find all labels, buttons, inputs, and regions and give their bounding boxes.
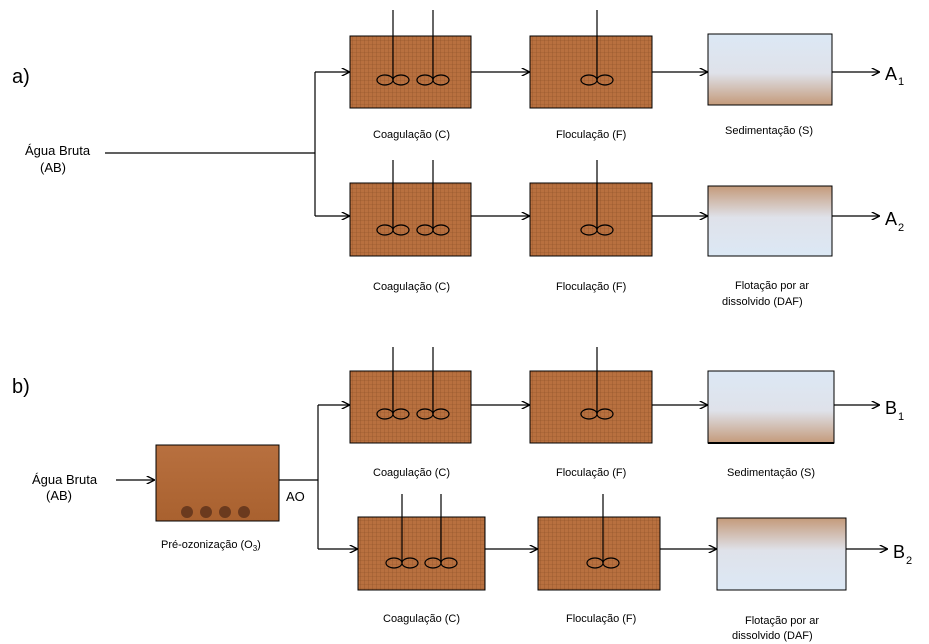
mixer-impellers — [385, 494, 458, 569]
flocculation-label: Floculação (F) — [556, 281, 626, 293]
coagulation-label: Coagulação (C) — [383, 613, 460, 625]
flocculation-tank — [529, 35, 653, 109]
preozonation-unit: Pré-ozonização (O3) AO — [155, 444, 305, 553]
sedimentation-tank — [707, 33, 833, 106]
output-label: B — [885, 398, 897, 418]
mixer-impellers — [376, 160, 450, 236]
coagulation-tank — [357, 516, 486, 591]
mixer-impeller — [586, 494, 620, 569]
output-subscript: 2 — [898, 222, 904, 234]
section-a-row2: A 2 Coagulação (C) Floculação (F) Flotaç… — [349, 160, 904, 308]
section-a-source-line2: (AB) — [40, 160, 66, 175]
output-label: A — [885, 64, 897, 84]
output-label: B — [893, 542, 905, 562]
ozonated-water-label: AO — [286, 489, 305, 504]
section-a-source-line1: Água Bruta — [25, 143, 91, 158]
flocculation-tank — [537, 516, 661, 591]
daf-tank — [707, 185, 833, 257]
separation-label-line1: Flotação por ar — [735, 280, 809, 292]
separation-label: Sedimentação (S) — [727, 467, 815, 479]
coagulation-tank — [349, 35, 472, 109]
flocculation-tank — [529, 182, 653, 257]
mixer-impeller — [580, 160, 614, 236]
output-subscript: 1 — [898, 411, 904, 423]
separation-label-line2: dissolvido (DAF) — [722, 296, 803, 308]
flocculation-label: Floculação (F) — [556, 467, 626, 479]
sedimentation-tank — [707, 370, 835, 444]
preozonation-label: Pré-ozonização (O3) — [161, 539, 261, 553]
coagulation-label: Coagulação (C) — [373, 129, 450, 141]
coagulation-label: Coagulação (C) — [373, 467, 450, 479]
separation-label-line2: dissolvido (DAF) — [732, 630, 813, 642]
ozone-diffusers — [181, 506, 250, 518]
coagulation-tank — [349, 370, 472, 444]
section-a-letter: a) — [12, 66, 30, 88]
flocculation-tank — [529, 370, 653, 444]
output-subscript: 1 — [898, 76, 904, 88]
section-b-row2: B 2 Coagulação (C) Floculação (F) Flotaç… — [357, 494, 912, 642]
output-subscript: 2 — [906, 555, 912, 567]
separation-label-line1: Flotação por ar — [745, 615, 819, 627]
separation-label: Sedimentação (S) — [725, 125, 813, 137]
output-label: A — [885, 209, 897, 229]
preozonation-tank — [155, 444, 280, 522]
mixer-impellers — [376, 10, 450, 86]
mixer-impeller — [580, 347, 614, 420]
section-b-letter: b) — [12, 376, 30, 398]
mixer-impeller — [580, 10, 614, 86]
coagulation-tank — [349, 182, 472, 257]
section-b-row1: B 1 Coagulação (C) Floculação (F) Sedime… — [349, 347, 904, 479]
section-a-row1: A 1 Coagulação (C) Floculação (F) Sedime… — [349, 10, 904, 141]
coagulation-label: Coagulação (C) — [373, 281, 450, 293]
daf-tank — [716, 517, 847, 591]
section-b-source-line1: Água Bruta — [32, 472, 98, 487]
flocculation-label: Floculação (F) — [566, 613, 636, 625]
section-b-source-line2: (AB) — [46, 488, 72, 503]
mixer-impellers — [376, 347, 450, 420]
flocculation-label: Floculação (F) — [556, 129, 626, 141]
